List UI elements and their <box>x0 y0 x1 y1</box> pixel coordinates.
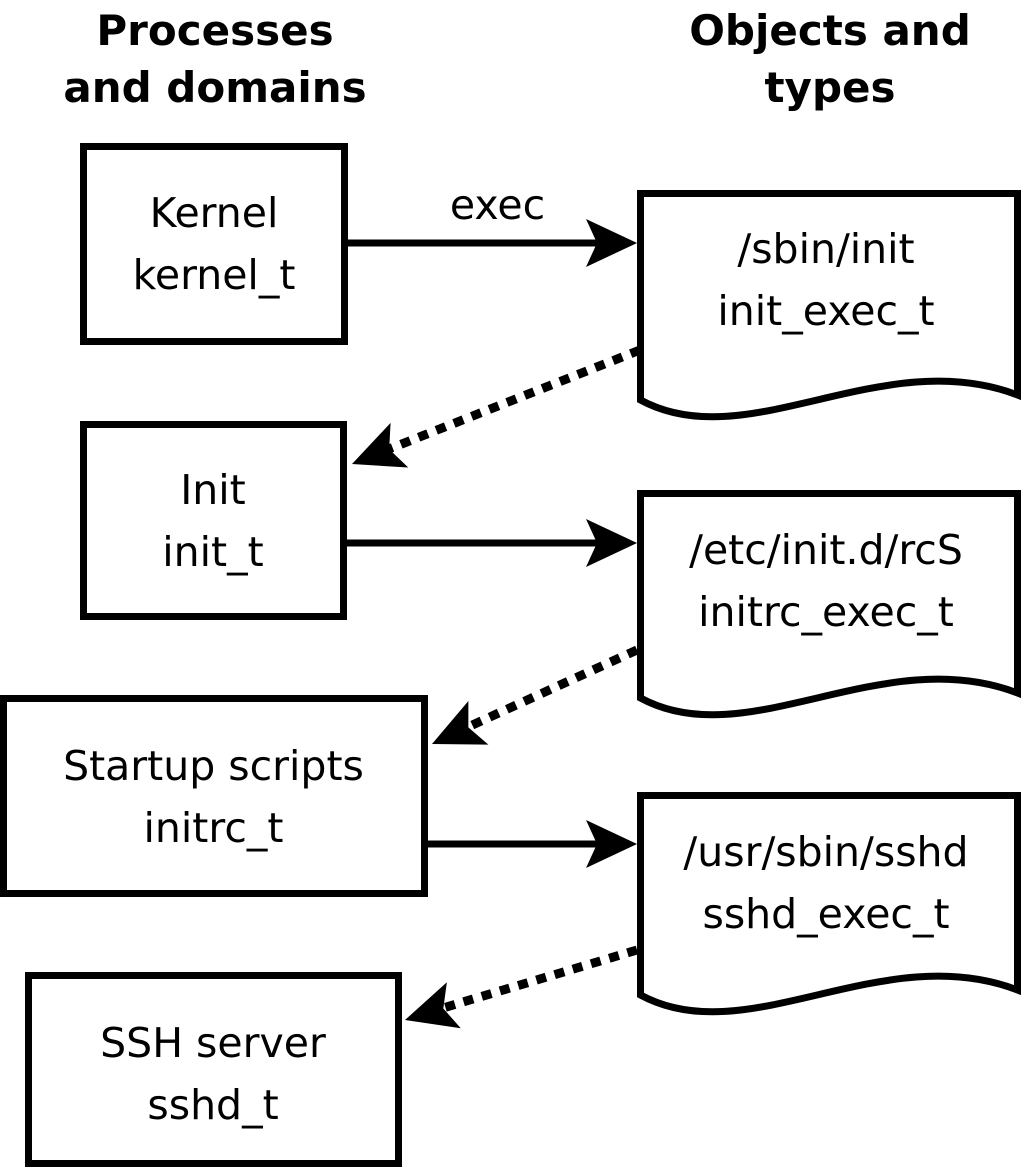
object-path: /sbin/init <box>737 225 915 273</box>
process-name: Kernel <box>149 189 279 237</box>
process-box-init <box>80 421 347 620</box>
exec-arrow-startup-to-sshd <box>428 820 637 868</box>
document-shape-etc-initd-rcs <box>637 490 1021 719</box>
transition-arrow-sshd-to-ssh-server <box>405 945 639 1029</box>
document-shape-usr-sbin-sshd <box>637 792 1021 1016</box>
header-line: and domains <box>63 63 367 112</box>
process-box-kernel <box>80 143 348 345</box>
process-name: Init <box>180 466 246 514</box>
header-line: types <box>764 63 896 112</box>
arrowhead-icon <box>432 700 489 745</box>
object-type: init_exec_t <box>717 287 935 335</box>
process-node-init-label: Init init_t <box>83 459 343 583</box>
process-name: Startup scripts <box>63 742 364 790</box>
column-header-processes: Processes and domains <box>10 2 420 116</box>
arrowhead-icon <box>586 519 637 567</box>
header-line: Objects and <box>689 6 971 55</box>
exec-arrow-kernel-to-sbin-init <box>348 219 637 267</box>
process-domain: init_t <box>162 528 264 576</box>
process-domain: kernel_t <box>132 251 296 299</box>
process-node-kernel-label: Kernel kernel_t <box>83 182 345 306</box>
process-domain: sshd_t <box>147 1081 279 1129</box>
arrowhead-icon <box>586 219 637 267</box>
object-node-usr-sbin-sshd-label: /usr/sbin/sshd sshd_exec_t <box>640 821 1012 945</box>
object-node-sbin-init-label: /sbin/init init_exec_t <box>640 218 1012 342</box>
object-path: /usr/sbin/sshd <box>683 828 969 876</box>
process-name: SSH server <box>100 1019 326 1067</box>
exec-edge-label: exec <box>449 181 546 229</box>
column-header-objects: Objects and types <box>635 2 1024 116</box>
document-shape-sbin-init <box>637 190 1021 421</box>
arrowhead-icon <box>352 422 409 468</box>
object-path: /etc/init.d/rcS <box>689 526 963 574</box>
transition-arrow-sbin-init-to-init <box>352 345 642 468</box>
object-node-etc-initd-rcs-label: /etc/init.d/rcS initrc_exec_t <box>640 519 1012 643</box>
header-line: Processes <box>96 6 334 55</box>
transition-arrow-rcs-to-startup-scripts <box>432 645 639 745</box>
process-box-startup-scripts <box>0 695 428 897</box>
object-type: sshd_exec_t <box>702 890 950 938</box>
exec-arrow-init-to-rcs <box>347 519 637 567</box>
process-node-ssh-server-label: SSH server sshd_t <box>28 1012 398 1136</box>
process-domain: initrc_t <box>143 804 284 852</box>
object-type: initrc_exec_t <box>698 588 954 636</box>
arrowhead-icon <box>405 982 461 1029</box>
arrowhead-icon <box>586 820 637 868</box>
process-node-startup-scripts-label: Startup scripts initrc_t <box>3 735 424 859</box>
process-box-ssh-server <box>25 972 402 1167</box>
